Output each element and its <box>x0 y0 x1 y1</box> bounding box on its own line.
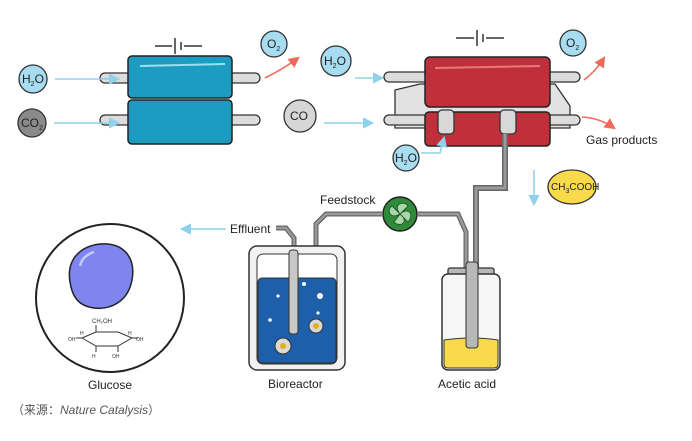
co2-molecule: CO2 <box>17 108 47 138</box>
arrow-icon <box>583 56 606 81</box>
svg-text:CO: CO <box>290 109 308 123</box>
svg-text:H2O: H2O <box>395 151 417 167</box>
svg-text:CH3COOH: CH3COOH <box>551 182 599 195</box>
acetic-acid-jar <box>441 261 501 371</box>
h2o-molecule-left: H2O <box>18 64 48 94</box>
arrow-icon <box>421 135 448 154</box>
svg-text:H: H <box>80 331 84 337</box>
battery-icon <box>456 30 504 46</box>
h2o-molecule-right: H2O <box>320 45 352 77</box>
gas-products-label: Gas products <box>586 133 657 147</box>
bioreactor <box>248 245 346 371</box>
svg-text:H2O: H2O <box>22 72 44 88</box>
svg-text:OH: OH <box>112 354 120 360</box>
svg-text:CO2: CO2 <box>21 116 43 132</box>
o2-molecule-left: O2 <box>260 30 288 58</box>
svg-text:O2: O2 <box>267 37 280 53</box>
svg-text:OH: OH <box>136 337 144 343</box>
feedstock-label: Feedstock <box>320 193 376 207</box>
acetic-acid-label: Acetic acid <box>438 377 496 391</box>
o2-molecule-right: O2 <box>559 29 587 57</box>
co-molecule: CO <box>283 99 317 133</box>
glucose-formula-top: CH₂OH <box>92 319 112 325</box>
electrolyzer-2 <box>383 56 581 147</box>
svg-text:H2O: H2O <box>324 54 346 70</box>
svg-text:H: H <box>128 331 132 337</box>
svg-text:O2: O2 <box>566 36 579 52</box>
svg-text:H: H <box>92 354 96 360</box>
electrolyzer-1 <box>99 55 261 145</box>
h2o-molecule-bottom: H2O <box>392 144 420 172</box>
glucose-label: Glucose <box>88 378 132 392</box>
pipe-acetic-line <box>473 134 508 330</box>
effluent-label: Effluent <box>230 222 271 236</box>
arrow-icon <box>581 116 616 130</box>
arrow-icon <box>264 56 300 79</box>
glucose-cell: CH₂OH H H OH OH H OH <box>35 223 185 373</box>
pump-icon <box>382 196 418 232</box>
bioreactor-label: Bioreactor <box>268 377 323 391</box>
source-caption: （来源：Nature Catalysis） <box>12 403 161 417</box>
battery-icon <box>155 38 202 54</box>
acetic-acid-molecule: CH3COOH <box>547 169 599 205</box>
svg-text:OH: OH <box>68 337 76 343</box>
